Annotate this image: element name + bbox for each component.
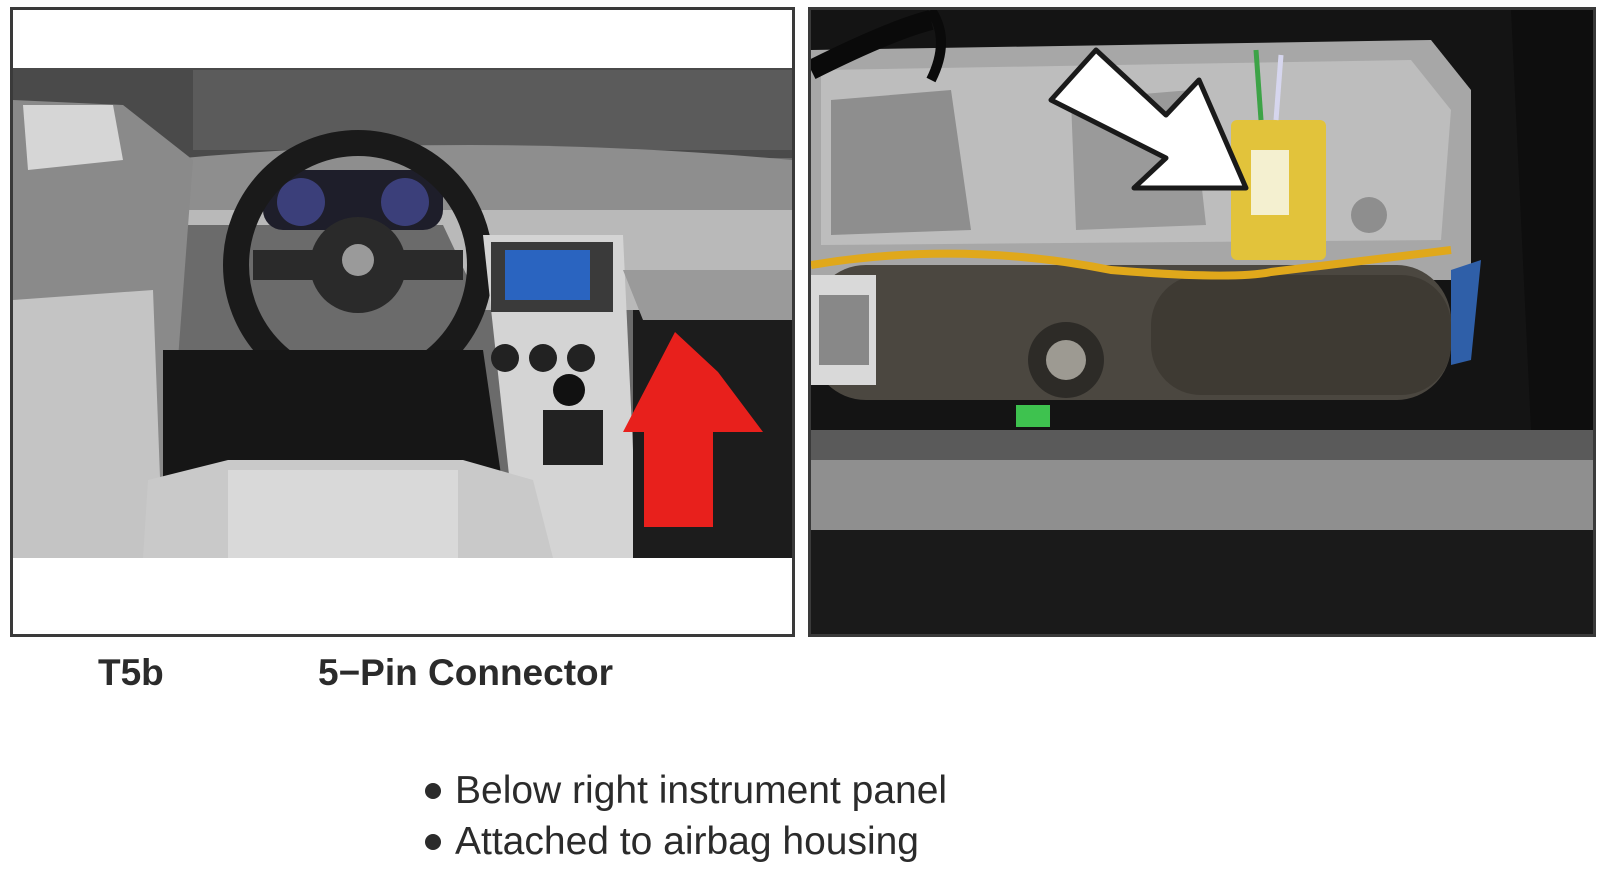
- location-item: Attached to airbag housing: [425, 816, 947, 867]
- bullet-dot: [425, 782, 441, 799]
- location-item: Below right instrument panel: [425, 765, 947, 816]
- arrow-up-icon: [623, 332, 763, 527]
- airbag-housing-photo: [808, 7, 1596, 637]
- location-list: Below right instrument panel Attached to…: [425, 765, 947, 867]
- airbag-housing-illustration: [811, 10, 1593, 634]
- location-text: Attached to airbag housing: [455, 820, 920, 863]
- connector-id: T5b: [98, 652, 164, 693]
- bullet-dot: [425, 833, 441, 850]
- location-text: Below right instrument panel: [455, 769, 948, 812]
- dashboard-illustration: [13, 10, 792, 634]
- arrow-down-right-icon: [1048, 47, 1249, 191]
- dashboard-photo: [10, 7, 795, 637]
- connector-name: 5−Pin Connector: [318, 652, 614, 693]
